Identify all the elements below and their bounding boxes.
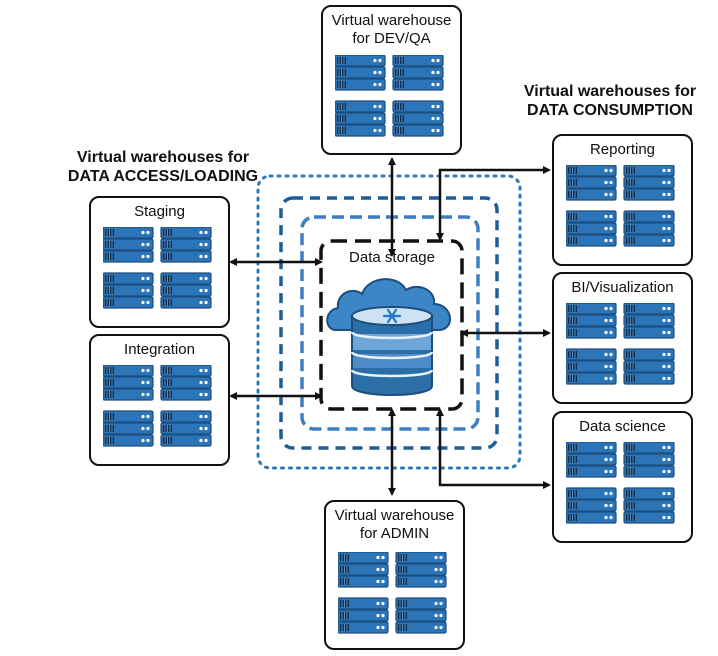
warehouse-dev-qa-line2: for DEV/QA <box>352 30 431 47</box>
group-label-consumption-line2: DATA CONSUMPTION <box>527 102 693 119</box>
warehouse-bi-visualization: BI/Visualization <box>552 272 693 404</box>
warehouse-dev-qa-title: Virtual warehouse for DEV/QA <box>323 12 460 48</box>
warehouse-staging: Staging <box>89 196 230 328</box>
warehouse-reporting-title: Reporting <box>589 141 656 158</box>
data-storage-graphic <box>326 278 451 396</box>
warehouse-admin-line2: for ADMIN <box>359 525 430 542</box>
warehouse-admin-line1: Virtual warehouse <box>334 507 455 524</box>
server-rack-icon <box>565 441 680 533</box>
warehouse-integration: Integration <box>89 334 230 466</box>
arrow-reporting <box>436 166 551 241</box>
data-storage-label: Data storage <box>349 249 435 266</box>
warehouse-dev-qa: Virtual warehouse for DEV/QA <box>321 5 462 155</box>
group-label-consumption: Virtual warehouses for DATA CONSUMPTION <box>505 82 715 120</box>
server-rack-icon <box>334 54 449 146</box>
server-rack-icon <box>102 226 217 318</box>
warehouse-reporting: Reporting <box>552 134 693 266</box>
database-icon <box>350 306 434 396</box>
server-rack-icon <box>565 164 680 256</box>
group-label-consumption-line1: Virtual warehouses for <box>523 83 697 100</box>
warehouse-dev-qa-line1: Virtual warehouse <box>331 12 452 29</box>
server-rack-icon <box>337 551 452 643</box>
arrow-data-science <box>436 408 551 489</box>
warehouse-staging-title: Staging <box>134 203 185 220</box>
group-label-access-line1: Virtual warehouses for <box>76 149 250 166</box>
group-label-access-loading: Virtual warehouses for DATA ACCESS/LOADI… <box>48 148 278 186</box>
warehouse-data-science: Data science <box>552 411 693 543</box>
group-label-access-line2: DATA ACCESS/LOADING <box>67 168 259 185</box>
warehouse-admin: Virtual warehouse for ADMIN <box>324 500 465 650</box>
snowflake-icon <box>382 308 402 324</box>
warehouse-data-science-title: Data science <box>579 418 666 435</box>
warehouse-bi-visualization-title: BI/Visualization <box>571 279 674 296</box>
server-rack-icon <box>102 364 217 456</box>
warehouse-admin-title: Virtual warehouse for ADMIN <box>326 507 463 543</box>
warehouse-integration-title: Integration <box>124 341 195 358</box>
server-rack-icon <box>565 302 680 394</box>
